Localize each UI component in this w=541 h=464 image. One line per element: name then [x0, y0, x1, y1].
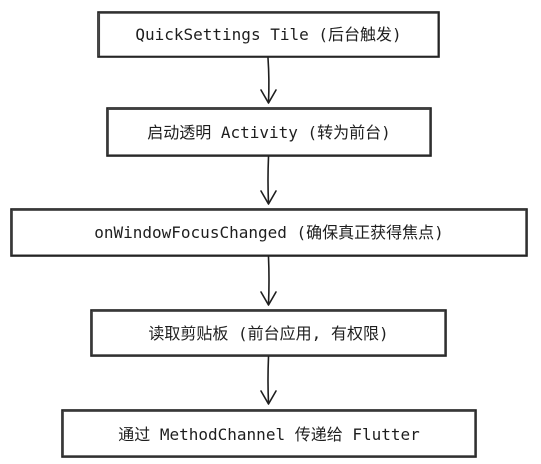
node-label: 读取剪贴板 (前台应用, 有权限) [148, 324, 388, 343]
edge-arrow [260, 156, 277, 205]
node-window-focus-changed: onWindowFocusChanged (确保真正获得焦点) [10, 208, 528, 257]
node-box-sketch [62, 410, 476, 457]
arrow-head [260, 190, 277, 205]
node-label: 通过 MethodChannel 传递给 Flutter [118, 425, 420, 444]
edge-line [267, 156, 270, 204]
edge-arrow [260, 256, 277, 306]
edge-line [267, 256, 270, 305]
node-box [90, 309, 447, 357]
arrow-head [260, 89, 277, 104]
node-read-clipboard: 读取剪贴板 (前台应用, 有权限) [90, 309, 447, 357]
node-box-sketch [98, 12, 439, 57]
node-box-sketch [11, 209, 527, 256]
node-box-sketch [107, 108, 431, 156]
node-box [10, 208, 528, 257]
edge-line [267, 57, 270, 103]
node-label: 启动透明 Activity (转为前台) [147, 123, 391, 142]
edge-line [267, 356, 270, 404]
node-box [106, 107, 432, 157]
node-method-channel: 通过 MethodChannel 传递给 Flutter [61, 409, 477, 458]
node-label: onWindowFocusChanged (确保真正获得焦点) [94, 223, 444, 242]
node-box-sketch [91, 310, 446, 356]
node-box [97, 11, 440, 58]
node-quick-settings-tile: QuickSettings Tile (后台触发) [97, 11, 440, 58]
node-label: QuickSettings Tile (后台触发) [135, 25, 401, 44]
edge-arrow [260, 356, 277, 405]
arrow-head [260, 390, 277, 405]
node-transparent-activity: 启动透明 Activity (转为前台) [106, 107, 432, 157]
arrow-head [260, 291, 277, 306]
edge-arrow [260, 57, 277, 104]
node-box [61, 409, 477, 458]
